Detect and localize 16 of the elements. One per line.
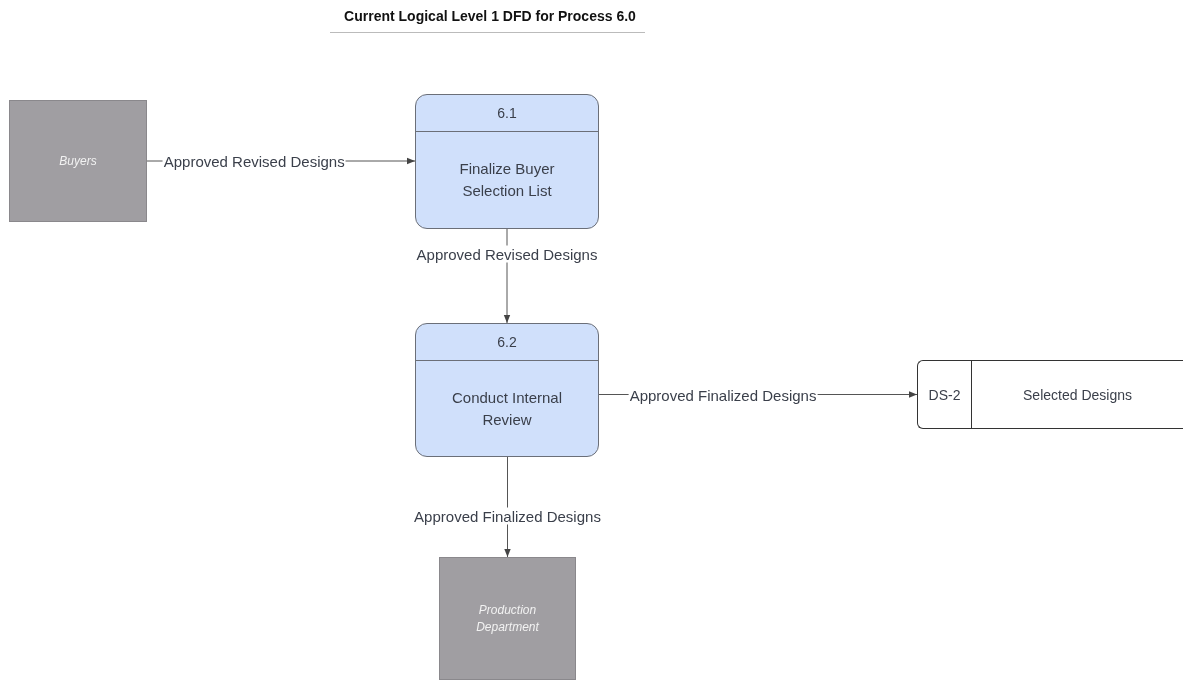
- data-store-id: DS-2: [928, 386, 961, 403]
- process-name: Conduct Internal Review: [450, 387, 564, 430]
- process-box: [415, 323, 599, 457]
- diagram-title: Current Logical Level 1 DFD for Process 6.0: [343, 8, 637, 24]
- data-store-box: [917, 360, 1183, 429]
- edge-label: Approved Revised Designs: [415, 245, 599, 263]
- process-box: [415, 94, 599, 229]
- entity-name: Buyers: [58, 152, 98, 170]
- entity-name: Production Department: [475, 601, 540, 636]
- process-name: Finalize Buyer Selection List: [458, 159, 556, 201]
- edge-label: Approved Finalized Designs: [413, 507, 602, 525]
- process-number: 6.2: [497, 334, 517, 350]
- data-store-name: Selected Designs: [1023, 386, 1132, 403]
- external-entity-box: [9, 100, 147, 222]
- process-number: 6.1: [497, 105, 517, 121]
- external-entity-box: [439, 557, 576, 680]
